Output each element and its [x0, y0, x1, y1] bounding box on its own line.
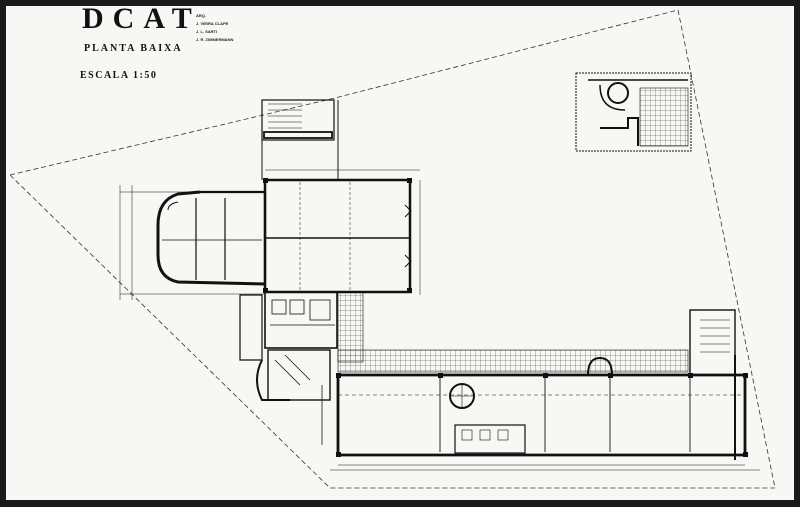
west-wing — [119, 185, 267, 300]
credits-heading: ARQ. — [196, 13, 206, 18]
stair-block-top — [261, 99, 339, 180]
column-markers — [263, 178, 748, 457]
service-core — [239, 291, 338, 361]
site-boundary — [9, 9, 776, 489]
credits-line-2: J. L. SARTI — [196, 29, 218, 34]
terrace-inset — [575, 72, 692, 152]
drawing-scale: ESCALA 1:50 — [80, 70, 158, 81]
east-stair — [689, 309, 736, 460]
stair-block-bottom — [256, 349, 331, 445]
central-hall — [263, 169, 421, 295]
credits-line-1: J. VIEIRA CLAPE — [196, 21, 229, 26]
tiled-courtyard — [337, 291, 689, 373]
credits-line-3: J. R. ZIMMERMANN — [196, 37, 234, 42]
credits-block: ARQ. J. VIEIRA CLAPE J. L. SARTI J. R. Z… — [196, 12, 233, 44]
drawing-title: DCAT — [82, 2, 201, 35]
drawing-subtitle: PLANTA BAIXA — [84, 43, 183, 54]
